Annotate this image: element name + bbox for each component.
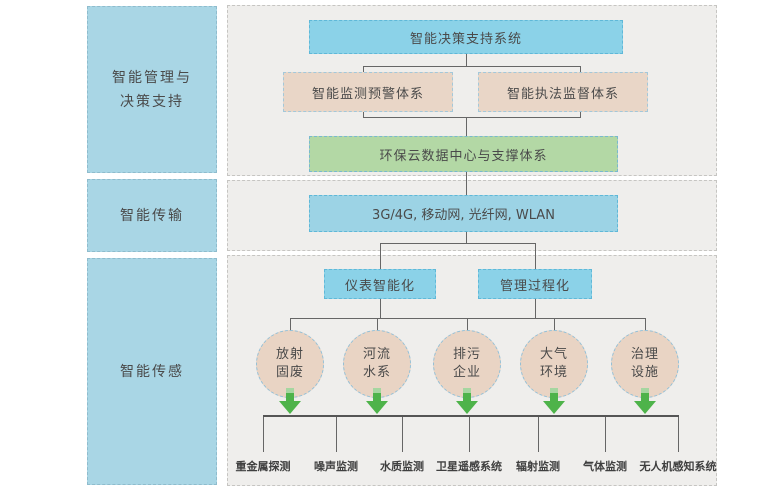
circle-polluting-enterprises: 排污 企业 — [433, 330, 501, 398]
connector-line — [678, 417, 679, 452]
connector-line — [466, 232, 467, 243]
layer-label-line: 智能管理与 — [112, 69, 192, 86]
node-label: 智能执法监督体系 — [506, 86, 619, 102]
circle-label-line: 水系 — [362, 365, 391, 380]
sensor-label-heavy-metal-detection: 重金属探测 — [235, 460, 291, 473]
connector-line — [402, 417, 403, 452]
network-box: 3G/4G, 移动网, 光纤网, WLAN — [309, 195, 618, 232]
decision-support-system-box: 智能决策支持系统 — [309, 20, 623, 54]
connector-line — [363, 66, 581, 67]
layer-label-line: 决策支持 — [120, 93, 184, 110]
layer-label-line: 智能传感 — [120, 363, 184, 380]
circle-label-line: 治理 — [630, 347, 659, 362]
connector-line — [467, 318, 468, 331]
node-label: 3G/4G, 移动网, 光纤网, WLAN — [372, 208, 555, 223]
management-process-box: 管理过程化 — [478, 269, 592, 299]
connector-line — [535, 299, 536, 318]
law-enforcement-supervision-box: 智能执法监督体系 — [478, 72, 648, 112]
connector-line — [538, 417, 539, 452]
node-label: 环保云数据中心与支撑体系 — [379, 148, 548, 164]
circle-label-line: 放射 — [275, 347, 304, 362]
sensor-label-gas-monitoring: 气体监测 — [583, 460, 627, 473]
circle-label-line: 固废 — [275, 365, 304, 380]
connector-line — [380, 299, 381, 318]
connector-line — [466, 172, 467, 195]
sensor-label-satellite-remote-sensing: 卫星遥感系统 — [436, 460, 502, 473]
connector-line — [466, 54, 467, 66]
down-arrow-icon — [366, 388, 388, 414]
connector-line — [554, 318, 555, 331]
monitoring-warning-system-box: 智能监测预警体系 — [283, 72, 453, 112]
connector-line — [380, 243, 381, 269]
connector-line — [290, 318, 646, 319]
down-arrow-icon — [634, 388, 656, 414]
connector-line — [336, 417, 337, 452]
circle-label-line: 大气 — [539, 347, 568, 362]
connector-line — [263, 417, 264, 452]
circle-atmospheric-environment: 大气 环境 — [520, 330, 588, 398]
circle-label-line: 排污 — [452, 347, 481, 362]
circle-label-line: 河流 — [362, 347, 391, 362]
connector-line — [377, 318, 378, 331]
layer-label-management-decision: 智能管理与 决策支持 — [87, 6, 217, 173]
down-arrow-icon — [456, 388, 478, 414]
circle-label-line: 企业 — [452, 365, 481, 380]
sensor-label-water-quality-monitoring: 水质监测 — [380, 460, 424, 473]
connector-line — [363, 112, 364, 118]
down-arrow-icon — [543, 388, 565, 414]
sensor-label-noise-monitoring: 噪声监测 — [314, 460, 358, 473]
connector-line — [263, 415, 679, 417]
circle-river-water-systems: 河流 水系 — [343, 330, 411, 398]
connector-line — [466, 117, 467, 136]
node-label: 仪表智能化 — [344, 278, 415, 294]
node-label: 管理过程化 — [499, 278, 570, 294]
connector-line — [605, 417, 606, 452]
layer-label-line: 智能传输 — [120, 207, 184, 224]
connector-line — [363, 117, 581, 118]
connector-line — [580, 66, 581, 72]
sensor-label-radiation-monitoring: 辐射监测 — [516, 460, 560, 473]
node-label: 智能监测预警体系 — [311, 86, 424, 102]
connector-line — [469, 417, 470, 452]
circle-label-line: 环境 — [539, 365, 568, 380]
cloud-data-center-box: 环保云数据中心与支撑体系 — [309, 136, 618, 172]
node-label: 智能决策支持系统 — [409, 31, 522, 47]
connector-line — [380, 243, 536, 244]
layer-label-transmission: 智能传输 — [87, 179, 217, 252]
connector-line — [363, 66, 364, 72]
circle-radioactive-solid-waste: 放射 固废 — [256, 330, 324, 398]
connector-line — [535, 243, 536, 269]
sensor-label-uav-sensing-system: 无人机感知系统 — [639, 460, 717, 473]
connector-line — [290, 318, 291, 331]
down-arrow-icon — [279, 388, 301, 414]
connector-line — [645, 318, 646, 331]
instrument-intelligence-box: 仪表智能化 — [324, 269, 436, 299]
circle-label-line: 设施 — [630, 365, 659, 380]
layer-label-sensing: 智能传感 — [87, 258, 217, 485]
connector-line — [580, 112, 581, 118]
